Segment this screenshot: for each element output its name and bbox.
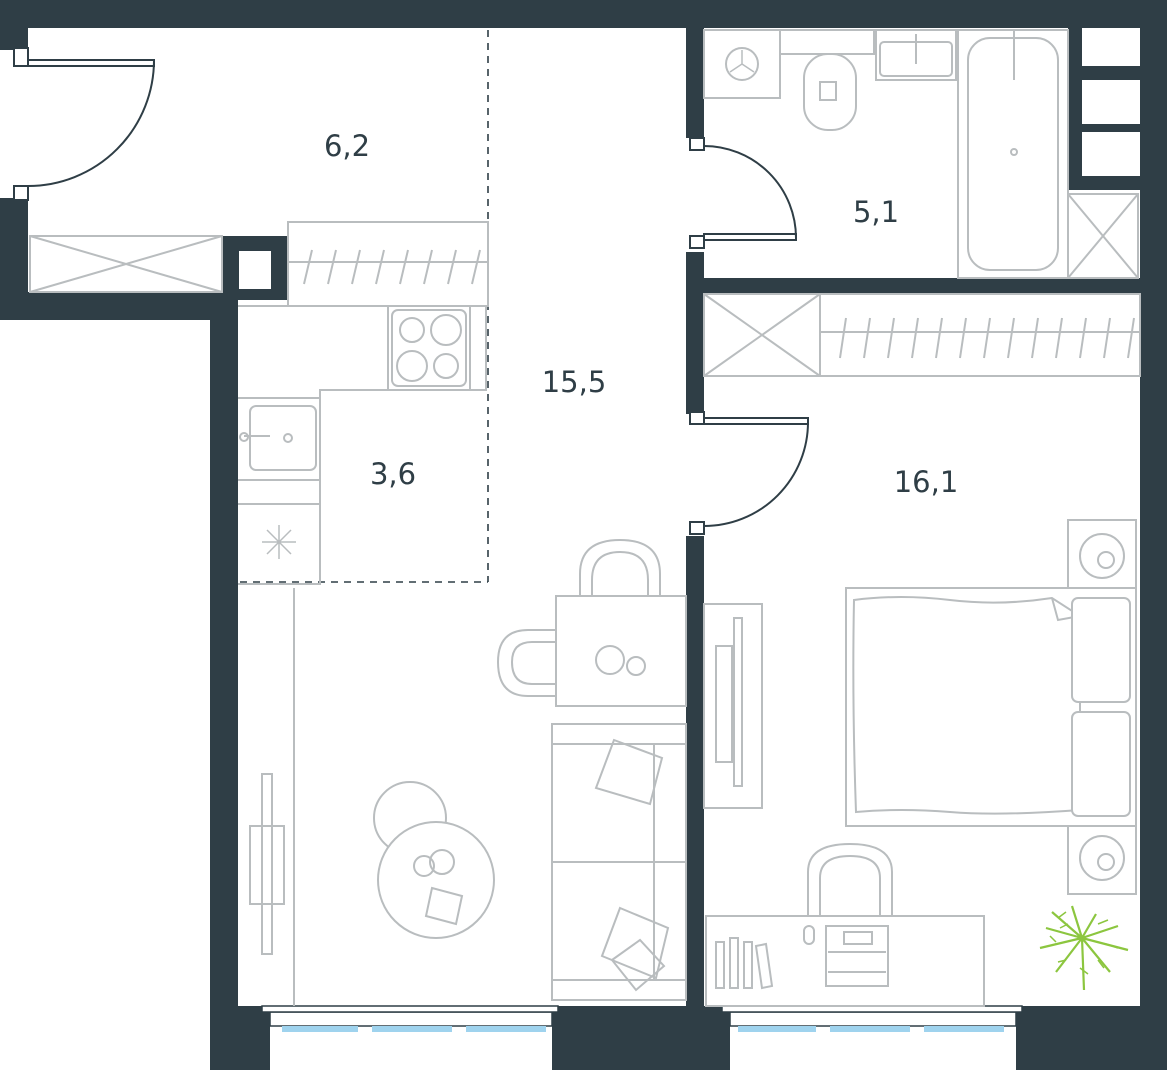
nightstand-bottom: [1067, 825, 1137, 895]
wall-bath-bottom: [686, 278, 1167, 294]
wall-right: [1140, 0, 1167, 1070]
bathroom-sink: [875, 29, 957, 81]
area-label-bedroom: 16,1: [894, 465, 959, 499]
coffee-table: [373, 781, 495, 939]
wall-bath-left-top: [686, 28, 704, 138]
wall-bottom-left: [210, 1006, 270, 1070]
wall-bottom-right: [1016, 1006, 1167, 1070]
bath-cabinet: [1067, 193, 1139, 279]
fridge-icon: [262, 525, 296, 559]
wall-living-left: [210, 292, 238, 1070]
wall-bottom-mid: [552, 1006, 730, 1070]
area-label-bathroom: 5,1: [853, 195, 899, 229]
plant-icon: [1039, 905, 1129, 991]
washing-machine: [703, 29, 781, 99]
kitchen-sink: [239, 405, 317, 471]
wall-shaft-right-1: [1068, 28, 1082, 188]
ventilation-shaft: [239, 251, 271, 289]
bed: [845, 587, 1137, 827]
bathtub: [957, 29, 1069, 279]
stove: [387, 305, 471, 391]
wall-top: [0, 0, 1167, 28]
bedroom-wardrobe: [703, 293, 1141, 377]
wall-shaft-right-4: [1068, 176, 1140, 190]
area-label-hall: 6,2: [324, 129, 370, 163]
window-bedroom: [721, 1005, 1023, 1032]
sofa: [551, 723, 687, 1001]
hall-rack: [287, 221, 489, 307]
bathroom-door: [689, 137, 797, 249]
window-living: [261, 1005, 559, 1032]
tv-stand: [703, 603, 763, 809]
entrance-door: [13, 47, 155, 201]
living-wardrobe: [249, 588, 295, 1006]
area-label-kitchen: 3,6: [370, 457, 416, 491]
wall-bath-left-mid: [686, 252, 704, 414]
dining-table: [496, 538, 687, 707]
wall-bedroom-left: [686, 536, 704, 1006]
desk: [705, 842, 985, 1007]
toilet: [779, 29, 875, 131]
hall-wardrobe: [29, 235, 223, 293]
wall-shaft-right-3: [1082, 124, 1140, 132]
wall-hall-bottom: [0, 292, 236, 320]
wall-left-upper: [0, 0, 28, 50]
nightstand-top: [1067, 519, 1137, 589]
bedroom-door: [689, 411, 809, 535]
area-label-living: 15,5: [542, 365, 607, 399]
wall-shaft-right-2: [1082, 66, 1140, 80]
